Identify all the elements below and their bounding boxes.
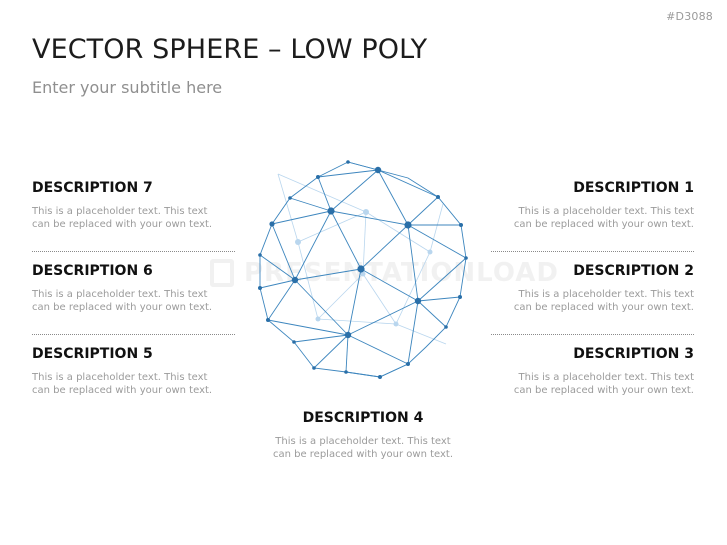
description-3-text[interactable]: This is a placeholder text. This text ca… <box>513 372 694 396</box>
description-2: DESCRIPTION 2 This is a placeholder text… <box>489 263 694 314</box>
description-6-heading[interactable]: DESCRIPTION 6 <box>32 263 153 279</box>
slide-id: #D3088 <box>666 10 713 23</box>
watermark: PRESENTATIONLOAD <box>210 258 559 288</box>
sphere-front-lines <box>259 161 467 378</box>
description-4: DESCRIPTION 4 This is a placeholder text… <box>263 410 463 461</box>
slide-title[interactable]: VECTOR SPHERE – LOW POLY <box>32 34 428 65</box>
description-1-heading[interactable]: DESCRIPTION 1 <box>573 180 694 196</box>
sphere-front-nodes <box>258 160 468 379</box>
watermark-logo-icon <box>210 259 234 287</box>
description-3-heading[interactable]: DESCRIPTION 3 <box>573 346 694 362</box>
description-5-heading[interactable]: DESCRIPTION 5 <box>32 346 153 362</box>
separator-left-2 <box>32 334 235 335</box>
low-poly-sphere <box>258 160 468 379</box>
description-5-text[interactable]: This is a placeholder text. This text ca… <box>32 372 213 396</box>
description-1-text[interactable]: This is a placeholder text. This text ca… <box>513 206 694 230</box>
description-2-text[interactable]: This is a placeholder text. This text ca… <box>513 289 694 313</box>
description-1: DESCRIPTION 1 This is a placeholder text… <box>489 180 694 231</box>
description-5: DESCRIPTION 5 This is a placeholder text… <box>32 346 237 397</box>
description-4-heading[interactable]: DESCRIPTION 4 <box>302 410 424 426</box>
separator-right-2 <box>491 334 694 335</box>
description-6-text[interactable]: This is a placeholder text. This text ca… <box>32 289 213 313</box>
description-6: DESCRIPTION 6 This is a placeholder text… <box>32 263 237 314</box>
sphere-back-lines <box>277 173 447 345</box>
separator-right-1 <box>491 251 694 252</box>
description-7-heading[interactable]: DESCRIPTION 7 <box>32 180 153 196</box>
description-2-heading[interactable]: DESCRIPTION 2 <box>573 263 694 279</box>
separator-left-1 <box>32 251 235 252</box>
description-4-text[interactable]: This is a placeholder text. This text ca… <box>272 436 454 460</box>
watermark-text: PRESENTATIONLOAD <box>244 258 559 288</box>
description-7: DESCRIPTION 7 This is a placeholder text… <box>32 180 237 231</box>
description-3: DESCRIPTION 3 This is a placeholder text… <box>489 346 694 397</box>
sphere-back-nodes <box>295 209 433 327</box>
description-7-text[interactable]: This is a placeholder text. This text ca… <box>32 206 213 230</box>
slide-subtitle[interactable]: Enter your subtitle here <box>32 78 223 97</box>
